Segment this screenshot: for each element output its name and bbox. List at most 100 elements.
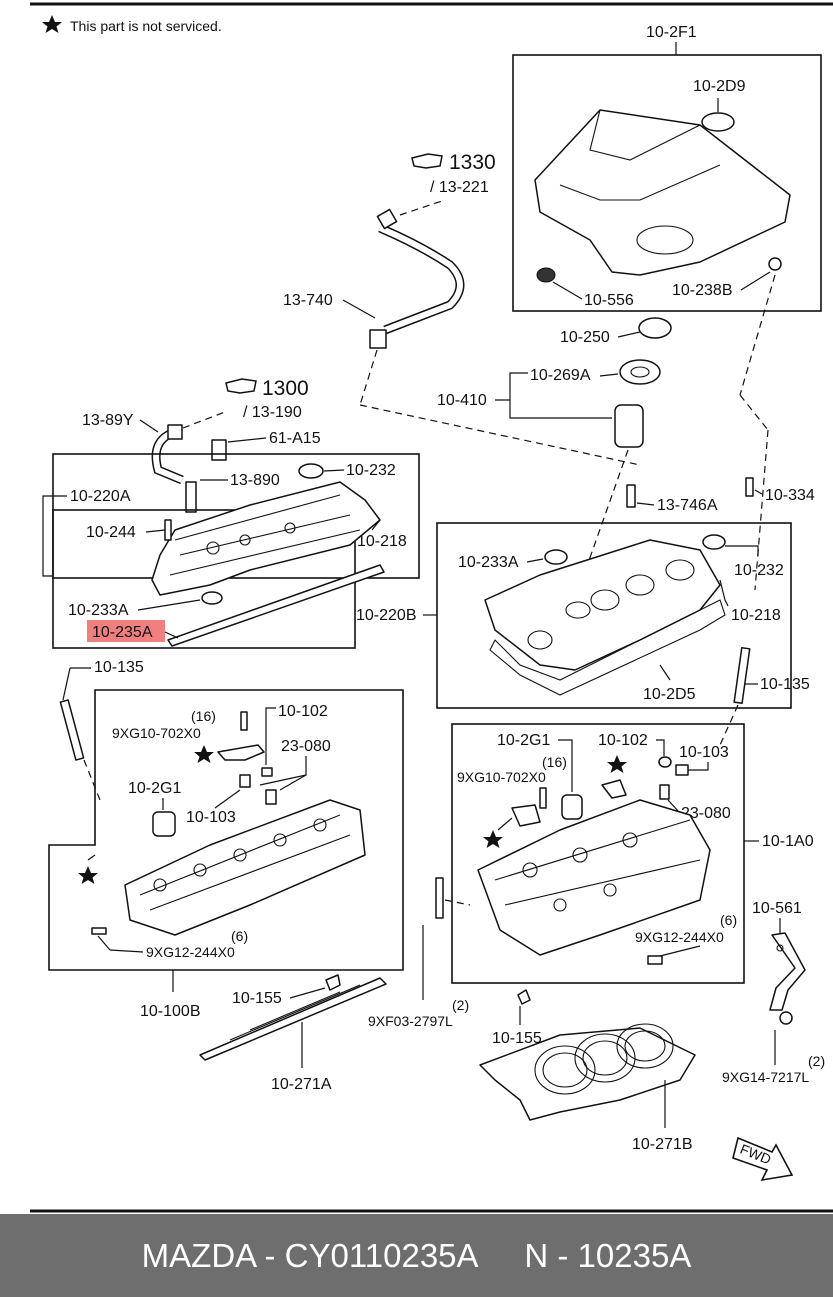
pointing-hand-icon-2 [225, 378, 257, 394]
ref-1330: 1330 / 13-221 [399, 151, 496, 216]
label-10-2F1[interactable]: 10-2F1 [646, 24, 697, 41]
label-2-r[interactable]: (2) [808, 1053, 825, 1069]
label-10-100B[interactable]: 10-100B [140, 1003, 201, 1020]
pcv-13-890 [185, 481, 197, 513]
label-10-155-r[interactable]: 10-155 [492, 1030, 542, 1047]
head-bolt-10-135-r [733, 646, 751, 705]
oil-filler-group: 10-250 10-269A 10-410 [437, 274, 776, 601]
label-1300[interactable]: 1300 [262, 377, 309, 400]
label-10-220B[interactable]: 10-220B [356, 607, 417, 624]
label-10-103-r[interactable]: 10-103 [679, 744, 729, 761]
left-valve-cover-group: 13-89Y 61-A15 13-890 10-232 10-220A 10-2… [42, 412, 420, 649]
left-cylinder-head-group: 10-135 (16) 9XG10-702X0 10-102 23-080 10… [48, 659, 404, 1020]
part-61-A15 [211, 439, 227, 461]
label-13-740[interactable]: 13-740 [283, 292, 333, 309]
footer-part-number: MAZDA - CY0110235A [141, 1236, 479, 1274]
oil-cap-10-250 [638, 317, 672, 339]
label-9XF03[interactable]: 9XF03-2797L [368, 1013, 453, 1029]
label-9XG10-l[interactable]: 9XG10-702X0 [112, 725, 201, 741]
label-13-746A[interactable]: 13-746A [657, 497, 718, 514]
dowel-10-155-r [517, 989, 531, 1005]
label-10-269A[interactable]: 10-269A [530, 367, 591, 384]
bracket-10-561: 10-561 (2) 9XG14-7217L [722, 900, 825, 1085]
label-10-2G1-r[interactable]: 10-2G1 [497, 732, 550, 749]
label-10-102-l[interactable]: 10-102 [278, 703, 328, 720]
label-9XG14[interactable]: 9XG14-7217L [722, 1069, 809, 1085]
label-1330[interactable]: 1330 [449, 151, 496, 174]
bolt-10-244 [164, 519, 172, 541]
label-10-232-l[interactable]: 10-232 [346, 462, 396, 479]
pointing-hand-icon [411, 153, 443, 169]
label-6-r[interactable]: (6) [720, 912, 737, 928]
label-10-250[interactable]: 10-250 [560, 329, 610, 346]
label-10-561[interactable]: 10-561 [752, 900, 802, 917]
grommet-10-238B [768, 257, 782, 271]
pipe-10-410 [614, 404, 644, 448]
dowel-10-155-l [325, 974, 341, 991]
footer-bar: MAZDA - CY0110235A N - 10235A [0, 1214, 833, 1297]
label-13-890[interactable]: 13-890 [230, 472, 280, 489]
label-23-080-l[interactable]: 23-080 [281, 738, 331, 755]
label-10-2G1-l[interactable]: 10-2G1 [128, 780, 181, 797]
label-23-080-r[interactable]: 23-080 [681, 805, 731, 822]
label-10-220A[interactable]: 10-220A [70, 488, 131, 505]
label-16-l[interactable]: (16) [191, 708, 216, 724]
label-10-102-r[interactable]: 10-102 [598, 732, 648, 749]
engine-cover-box [512, 54, 822, 312]
seal-10-269A [619, 359, 661, 385]
label-10-233A-r[interactable]: 10-233A [458, 554, 519, 571]
label-13-89Y[interactable]: 13-89Y [82, 412, 134, 429]
label-10-218-l[interactable]: 10-218 [357, 533, 407, 550]
pcv-hose-13-740: 13-740 [283, 208, 641, 466]
label-10-155-l[interactable]: 10-155 [232, 990, 282, 1007]
label-10-2D9[interactable]: 10-2D9 [693, 78, 746, 95]
label-61-A15[interactable]: 61-A15 [269, 430, 321, 447]
gasket-10-271B-group: 10-155 10-271B [479, 989, 696, 1153]
label-10-103-l[interactable]: 10-103 [186, 809, 236, 826]
seal-10-233A-l [201, 591, 223, 605]
star-icon [42, 15, 62, 33]
label-6-l[interactable]: (6) [231, 928, 248, 944]
label-10-244[interactable]: 10-244 [86, 524, 136, 541]
label-10-410[interactable]: 10-410 [437, 392, 487, 409]
label-10-271B[interactable]: 10-271B [632, 1136, 693, 1153]
gasket-10-271A-group: 10-155 10-271A [199, 974, 387, 1093]
label-10-271A[interactable]: 10-271A [271, 1076, 332, 1093]
label-10-556[interactable]: 10-556 [584, 292, 634, 309]
label-10-1A0[interactable]: 10-1A0 [762, 833, 814, 850]
label-10-135-l[interactable]: 10-135 [94, 659, 144, 676]
part-10-2G1-r [561, 794, 583, 820]
label-10-238B[interactable]: 10-238B [672, 282, 733, 299]
label-13-190[interactable]: / 13-190 [243, 404, 302, 421]
label-10-2D5[interactable]: 10-2D5 [643, 686, 696, 703]
star-icon-4 [607, 755, 627, 773]
label-16-r[interactable]: (16) [542, 754, 567, 770]
note-text: This part is not serviced. [70, 18, 222, 34]
label-9XG10-r[interactable]: 9XG10-702X0 [457, 769, 546, 785]
engine-cover-group: 10-2F1 10-2D9 10-556 10-238B [512, 24, 822, 312]
right-cylinder-head-group: 10-135 10-1A0 10-2G1 10-102 10-103 (16) … [451, 646, 814, 984]
cap-10-2D9 [701, 112, 735, 132]
label-10-235A[interactable]: 10-235A [92, 624, 153, 641]
star-icon-3 [78, 866, 98, 884]
label-10-232-r[interactable]: 10-232 [734, 562, 784, 579]
seal-10-232-r [702, 534, 726, 550]
footer-n-number: N - 10235A [524, 1236, 692, 1274]
parts-diagram: This part is not serviced. 10-2F1 10-2D9… [30, 2, 833, 1213]
label-10-334[interactable]: 10-334 [765, 487, 815, 504]
not-serviced-note: This part is not serviced. [42, 15, 222, 34]
part-10-334 [745, 477, 754, 497]
label-9XG12-r[interactable]: 9XG12-244X0 [635, 929, 724, 945]
label-13-221[interactable]: / 13-221 [430, 179, 489, 196]
stud-9XF03: (2) 9XF03-2797L [368, 877, 471, 1029]
label-10-233A-l[interactable]: 10-233A [68, 602, 129, 619]
label-10-135-r[interactable]: 10-135 [760, 676, 810, 693]
label-2-m[interactable]: (2) [452, 997, 469, 1013]
seal-10-233A-r [544, 549, 568, 565]
seal-10-232-l [298, 463, 324, 479]
label-10-218-r[interactable]: 10-218 [731, 607, 781, 624]
star-icon-2 [194, 745, 214, 763]
grommet-10-556 [536, 267, 556, 283]
label-9XG12-l[interactable]: 9XG12-244X0 [146, 944, 235, 960]
sensor-13-746A [626, 484, 636, 508]
